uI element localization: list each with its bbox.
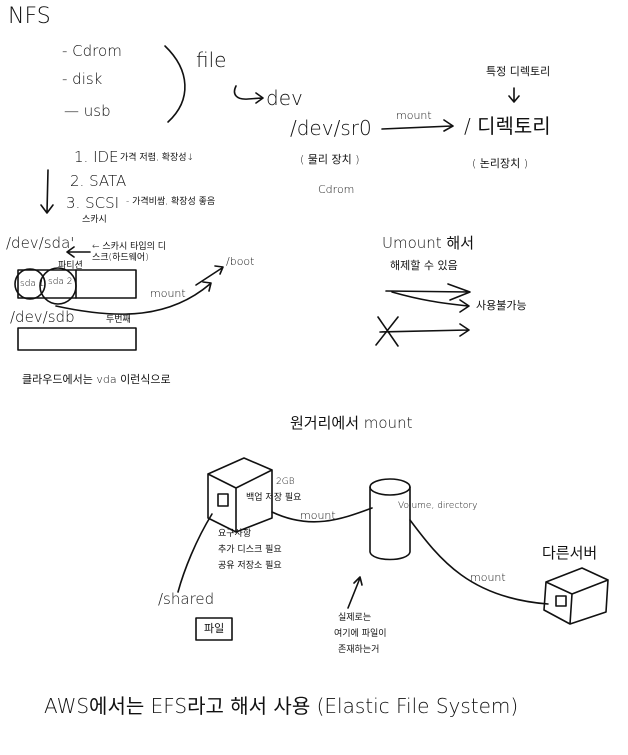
umount-x-mark xyxy=(385,283,471,301)
real-note-2: 여기에 파일이 xyxy=(334,629,387,639)
sda1-partition xyxy=(14,268,46,300)
interfaces-down-arrow xyxy=(40,169,54,214)
sda2-partition xyxy=(39,267,77,305)
volume-cylinder xyxy=(369,486,411,561)
server-shared-line xyxy=(177,513,213,593)
sr0-path: /dev/sr0 xyxy=(290,116,372,140)
interface-ide: 1. IDE xyxy=(74,148,119,166)
file-box-label: 파일 xyxy=(204,622,225,635)
umount-note: 사용불가능 xyxy=(476,299,527,312)
umount-line1: Umount 해서 xyxy=(382,234,475,252)
logical-device-label: ( 논리장치 ) xyxy=(472,157,529,170)
page-title: NFS xyxy=(8,4,51,29)
umount-line2: 해제할 수 있음 xyxy=(390,259,458,272)
physical-device-label: ( 물리 장치 ) xyxy=(300,153,360,166)
sda-note-arrow xyxy=(66,246,91,258)
target-note: 특정 디렉토리 xyxy=(486,65,551,78)
server-cube xyxy=(207,457,273,533)
sr0-mount-label: mount xyxy=(396,109,432,122)
real-note-3: 존재하는거 xyxy=(338,645,380,655)
server-note: 백업 저장 필요 xyxy=(246,493,302,503)
server-mount-label: mount xyxy=(300,509,336,522)
sda-path: /dev/sda' xyxy=(6,234,75,252)
file-to-dev-arrow xyxy=(233,85,264,104)
volume-label: Volume, directory xyxy=(398,501,478,511)
sdb-path: /dev/sdb xyxy=(10,308,75,326)
needs-title: 요구사항 xyxy=(218,529,252,539)
other-server-cube xyxy=(543,567,609,625)
target-note-arrow xyxy=(508,87,520,103)
cdrom-label: Cdrom xyxy=(318,183,355,196)
device-usb: — usb xyxy=(64,102,111,120)
sda-disk-bar xyxy=(17,269,137,299)
sda-note: ← 스카시 타입의 디스크(하드웨어) xyxy=(92,242,167,263)
interface-scsi: 3. SCSI xyxy=(66,194,120,212)
boot-label: /boot xyxy=(226,255,255,268)
sda-mount-arrow xyxy=(55,281,212,315)
dev-label: dev xyxy=(266,86,303,110)
interface-scsi-note: - 가격비쌈, 확장성 좋음 xyxy=(126,197,216,207)
file-box xyxy=(195,617,233,641)
sr0-mount-arrow xyxy=(381,119,454,132)
interface-sata: 2. SATA xyxy=(70,172,127,190)
other-server-label: 다른서버 xyxy=(542,544,598,562)
server-size: 2GB xyxy=(276,477,295,487)
volume-other-mount-line xyxy=(409,519,549,605)
volume-cylinder-top xyxy=(369,478,411,496)
needs-storage: 공유 저장소 필요 xyxy=(218,561,282,571)
sda2-label: sda 2 xyxy=(48,277,73,287)
device-disk: - disk xyxy=(62,70,103,88)
sda1-label: sda 1 xyxy=(20,279,45,289)
scsi-sub-label: 스카시 xyxy=(82,215,107,225)
sdb-disk-bar xyxy=(17,327,137,351)
footer-note: AWS에서는 EFS라고 해서 사용 (Elastic File System) xyxy=(44,694,519,718)
real-note-1: 실제로는 xyxy=(338,613,372,623)
needs-disk: 추가 디스크 필요 xyxy=(218,545,282,555)
device-cdrom: - Cdrom xyxy=(62,42,122,60)
file-label: file xyxy=(196,48,227,72)
sda-mount-label: mount xyxy=(150,287,186,300)
shared-path: /shared xyxy=(158,590,215,608)
server-volume-mount-line xyxy=(271,507,373,523)
target-directory: / 디렉토리 xyxy=(464,114,551,138)
real-note-arrow xyxy=(347,576,363,609)
umount-arrow-right xyxy=(391,291,470,313)
interface-ide-note: 가격 저렴, 확장성↓ xyxy=(120,153,195,163)
cloud-note: 클라우드에서는 vda 이런식으로 xyxy=(22,373,171,386)
sdb-note: 두번째 xyxy=(106,315,131,325)
remote-title: 원거리에서 mount xyxy=(290,414,413,432)
partition-note: 파티션 xyxy=(58,261,83,271)
other-mount-label: mount xyxy=(470,571,506,584)
device-bracket xyxy=(164,45,186,123)
